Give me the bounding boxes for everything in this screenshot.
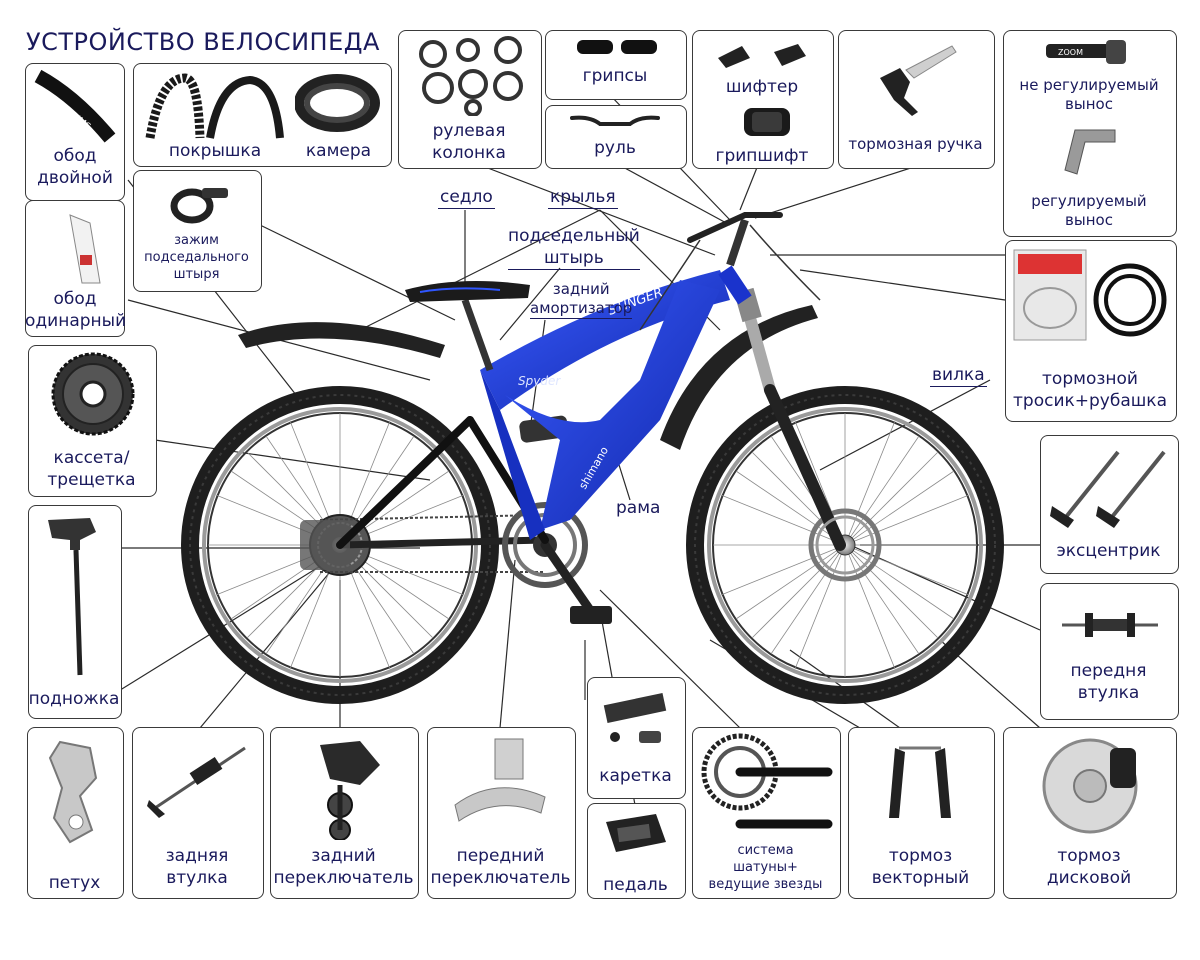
cassette-icon (51, 352, 135, 436)
label-dropout: петух (48, 873, 101, 893)
drivetrain (300, 502, 612, 624)
label-stem-fixed: не регулируемый вынос (1019, 76, 1159, 113)
brake-lever-icon (880, 45, 957, 116)
label-rear-derailleur: задний переключатель (273, 846, 414, 888)
callout-frame: рама (616, 498, 661, 518)
label-cassette: кассета/ трещетка (47, 448, 136, 490)
label-stem-adjustable: регулируемый вынос (1031, 192, 1147, 229)
callout-fenders: крылья (548, 187, 618, 209)
callout-fork: вилка (930, 365, 987, 387)
bottom-bracket-icon (603, 692, 667, 743)
crankset-icon (701, 733, 833, 829)
diagram-title: УСТРОЙСТВО ВЕЛОСИПЕДА (26, 28, 380, 56)
frame-decal-model: Spyder (518, 374, 561, 388)
label-tube: камера (305, 141, 372, 161)
saddle (405, 281, 530, 302)
quick-release-icon (1050, 450, 1166, 528)
label-front-hub: передня втулка (1070, 661, 1147, 703)
callout-rear-shock: задний амортизатор (530, 280, 633, 319)
box-front-hub (1040, 583, 1179, 720)
label-shifter: шифтер (725, 77, 799, 97)
label-pedal: педаль (603, 875, 668, 895)
front-hub-icon (1062, 613, 1158, 637)
label-seatpost-clamp: зажим подседального штыря (144, 233, 249, 282)
label-brake-cable: тормозной тросик+рубашка (1013, 369, 1167, 411)
seat-post (461, 298, 494, 372)
shifter-icon (718, 44, 806, 68)
stem-fixed-icon: ZOOM (1046, 40, 1126, 64)
headset-icon (419, 36, 523, 116)
box-quick-release (1040, 435, 1179, 574)
label-disc-brake: тормоз дисковой (1046, 846, 1132, 888)
gripshift-icon (744, 108, 790, 136)
rear-hub-icon (147, 746, 246, 818)
rim-single-icon (69, 214, 101, 284)
rear-fender (238, 322, 445, 358)
stem-adjustable-icon (1064, 129, 1116, 175)
label-grips: грипсы (582, 66, 648, 86)
label-rim-single: обод одинарный (25, 289, 127, 331)
kickstand-icon (48, 518, 96, 676)
seatpost-clamp-icon (170, 188, 228, 224)
label-gripshift: грипшифт (715, 146, 809, 166)
label-kickstand: подножка (28, 689, 120, 709)
tube-icon (295, 74, 380, 132)
front-wheel (686, 386, 1004, 704)
label-rim-double: обод двойной (37, 146, 113, 188)
label-headset: рулевая колонка (432, 121, 506, 163)
disc-brake-icon (1042, 738, 1138, 834)
box-crankset (692, 727, 841, 899)
svg-text:ZOOM: ZOOM (1058, 48, 1083, 57)
front-derailleur-icon (454, 738, 546, 822)
label-handlebar: руль (594, 138, 636, 158)
front-fender (660, 305, 818, 450)
handlebar-icon (570, 115, 660, 126)
box-grips (545, 30, 687, 100)
front-disc-rotor (815, 515, 875, 575)
dropout-icon (48, 740, 98, 844)
v-brake-icon (889, 746, 951, 818)
box-bottom-bracket (587, 677, 686, 799)
label-front-derailleur: передний переключатель (430, 846, 571, 888)
label-brake-lever: тормозная ручка (848, 135, 983, 153)
label-rear-hub: задняя втулка (165, 846, 229, 888)
handlebar-drawing (687, 212, 783, 243)
box-brake-lever (838, 30, 995, 169)
grips-icon (577, 40, 657, 54)
rear-derailleur-icon (320, 741, 380, 840)
pedal-icon (606, 814, 666, 852)
box-shifters (692, 30, 834, 169)
label-v-brake: тормоз векторный (871, 846, 970, 888)
callout-seatpost: подседельный штырь (508, 226, 640, 270)
tire-icon (145, 73, 284, 139)
callout-saddle: седло (438, 187, 495, 209)
label-quick-release: эксцентрик (1056, 541, 1161, 561)
brake-cable-icon (1013, 249, 1167, 341)
label-tire: покрышка (168, 141, 262, 161)
rim-double-icon: ALEXRIMS (34, 69, 116, 143)
label-bottom-bracket: каретка (599, 766, 672, 786)
label-crankset: система шатуны+ ведущие звезды (708, 843, 823, 892)
box-v-brake (848, 727, 995, 899)
box-handlebar (545, 105, 687, 169)
